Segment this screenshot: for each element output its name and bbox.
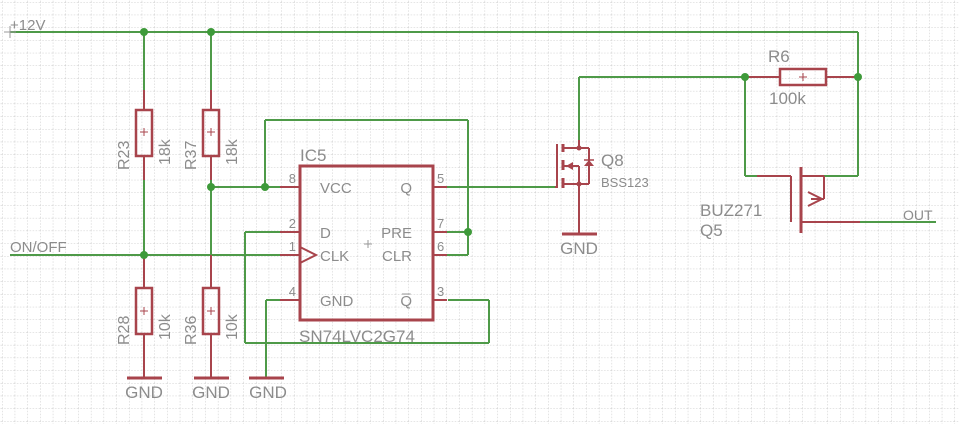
r37-name: R37	[183, 141, 200, 170]
r36-name: R36	[183, 316, 200, 345]
ic5-pin-num: 5	[437, 171, 444, 186]
q5-value: BUZ271	[700, 201, 762, 220]
junction-dot	[207, 183, 215, 191]
r28-value: 10k	[157, 313, 174, 340]
ic5-pin-label-clr: CLR	[382, 248, 412, 265]
ic5-pin-label-pre: PRE	[381, 225, 412, 242]
resistor-r28[interactable]	[127, 255, 162, 380]
net-label-out: OUT	[903, 207, 933, 223]
ic5-pin-num: 7	[437, 216, 444, 231]
ic5-pin-label-vcc: VCC	[320, 180, 352, 197]
ic5-pin-label-d: D	[320, 225, 331, 242]
r36-value: 10k	[224, 313, 241, 340]
ic5-pin-num: 3	[437, 284, 444, 299]
ic5-value: SN74LVC2G74	[299, 327, 415, 346]
q8-value: BSS123	[601, 175, 649, 190]
r23-name: R23	[116, 141, 133, 170]
resistor-r6[interactable]	[745, 67, 858, 87]
ic5-pin-label-gnd: GND	[320, 293, 354, 310]
ic5-pin-num: 1	[289, 239, 296, 254]
ic5-pin-label-clk: CLK	[320, 248, 349, 265]
r6-value: 100k	[769, 89, 806, 108]
net-q8-drain	[578, 76, 757, 177]
ic5-name: IC5	[300, 146, 326, 165]
ic-gnd-wire	[249, 299, 284, 380]
ic5-pin-label-qbar: Q̅	[400, 293, 412, 310]
junction-dot	[207, 28, 215, 36]
junction-dot	[464, 228, 472, 236]
resistor-r23[interactable]	[134, 32, 154, 255]
gnd-label-r36: GND	[192, 383, 230, 402]
net-d-qbar	[244, 231, 490, 344]
junction-dot	[140, 28, 148, 36]
r37-value: 18k	[224, 138, 241, 165]
junction-dot	[140, 251, 148, 259]
junction-dot	[261, 183, 269, 191]
ic5-pin-num: 6	[437, 239, 444, 254]
ic5-pin-num: 8	[289, 171, 296, 186]
junction-dot	[741, 73, 749, 81]
r6-name: R6	[768, 47, 790, 66]
ic5-pin-num: 2	[289, 216, 296, 231]
net-12v	[4, 26, 859, 75]
net-label-12v: +12V	[10, 17, 45, 34]
ic5-pin-label-q: Q	[400, 180, 412, 197]
gnd-label-ic: GND	[249, 383, 287, 402]
q5-name: Q5	[700, 221, 723, 240]
r23-value: 18k	[157, 138, 174, 165]
r28-name: R28	[116, 316, 133, 345]
resistor-r36[interactable]	[194, 255, 229, 380]
ic5-pin-num: 4	[289, 284, 296, 299]
q8-name: Q8	[601, 151, 624, 170]
gnd-label-r28: GND	[125, 383, 163, 402]
gnd-label-q8: GND	[560, 239, 598, 258]
mosfet-q5[interactable]	[757, 77, 936, 233]
junctions	[140, 28, 862, 259]
junction-dot	[854, 73, 862, 81]
net-label-onoff: ON/OFF	[10, 239, 67, 256]
ic5-flipflop[interactable]	[280, 164, 447, 322]
mosfet-q8[interactable]	[555, 140, 597, 236]
